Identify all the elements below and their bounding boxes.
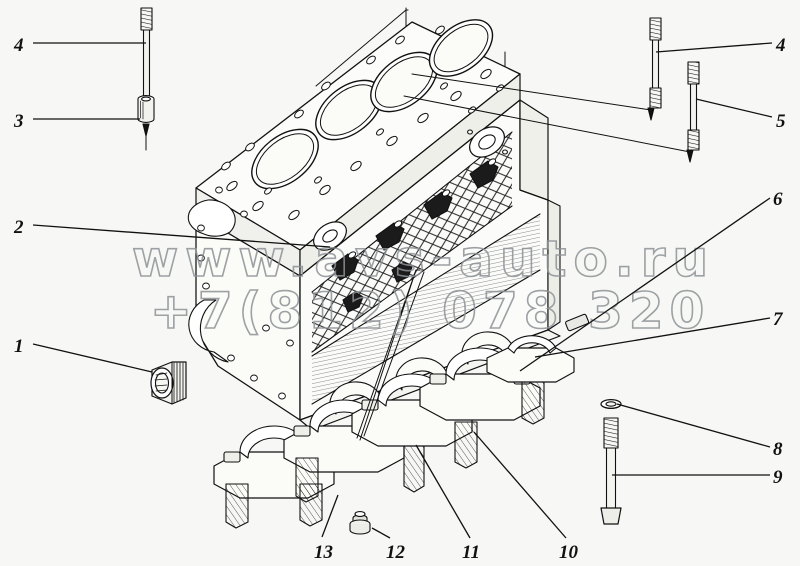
callout-number-3: 3 xyxy=(14,111,24,132)
callout-number-11: 11 xyxy=(462,542,480,563)
callout-number-13: 13 xyxy=(314,542,333,563)
callout-number-7: 7 xyxy=(773,309,783,330)
callout-number-4a: 4 xyxy=(14,35,24,56)
part-long-stud-right xyxy=(649,17,662,109)
callout-number-9: 9 xyxy=(773,467,783,488)
callout-number-10: 10 xyxy=(559,542,578,563)
watermark-url: www.avs-auto.ru xyxy=(131,229,716,289)
part-nut-washer xyxy=(349,511,371,535)
callout-number-1: 1 xyxy=(14,336,24,357)
callout-number-12: 12 xyxy=(386,542,405,563)
callout-number-6: 6 xyxy=(773,189,783,210)
callout-number-4b: 4 xyxy=(776,35,786,56)
callout-number-2: 2 xyxy=(14,217,24,238)
watermark-phone: +7(812) 078 320 xyxy=(149,281,711,341)
callout-number-8: 8 xyxy=(773,439,783,460)
part-dowel-bushing xyxy=(137,95,155,123)
callout-number-5: 5 xyxy=(776,111,786,132)
part-sleeve-bushing xyxy=(150,361,187,405)
